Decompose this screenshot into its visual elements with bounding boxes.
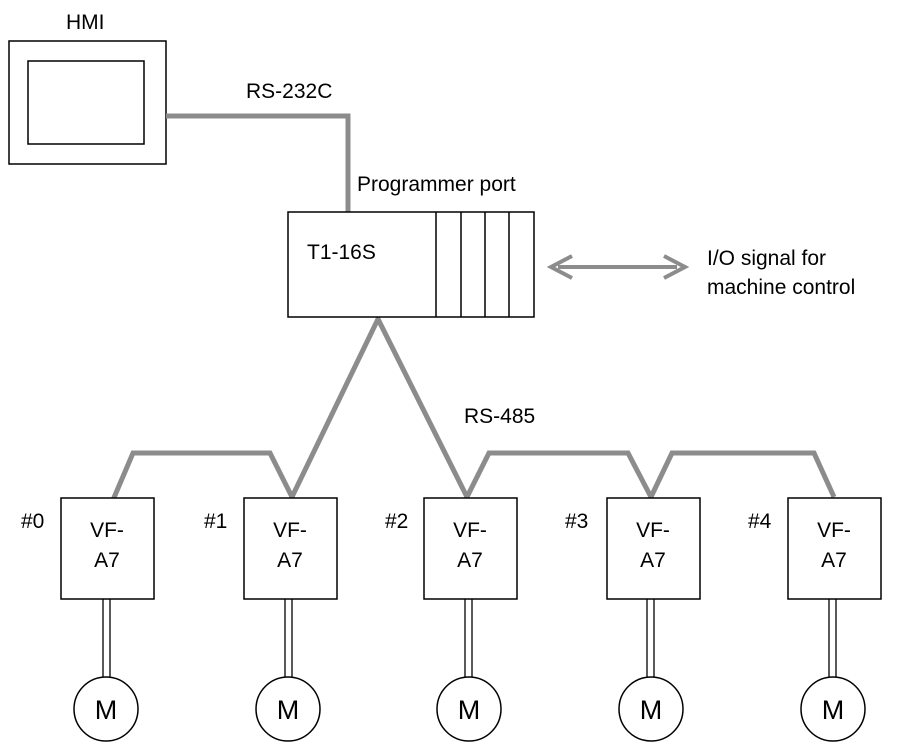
motor <box>436 676 502 742</box>
drive-address: #0 <box>21 510 44 533</box>
drive-address: #2 <box>385 510 408 533</box>
drive-model-line1: VF- <box>90 519 124 542</box>
drive-box <box>243 497 338 600</box>
motor <box>618 676 684 742</box>
motor-label: M <box>95 695 118 725</box>
programmer-port-label: Programmer port <box>357 173 516 196</box>
hmi-label: HMI <box>66 11 105 34</box>
inverter-drive-3: #3 VF- A7 M <box>565 497 701 742</box>
motor-label: M <box>458 695 481 725</box>
drive-address: #1 <box>204 510 227 533</box>
drive-model-line1: VF- <box>636 519 670 542</box>
motor-label: M <box>277 695 300 725</box>
drive-address: #4 <box>748 510 772 533</box>
motor <box>800 676 866 742</box>
drive-model-line1: VF- <box>453 519 487 542</box>
io-signal-label-line1: I/O signal for <box>707 247 826 270</box>
drive-model-line1: VF- <box>273 519 307 542</box>
io-signal-label-line2: machine control <box>707 276 855 299</box>
motor <box>73 676 139 742</box>
drive-model-line2: A7 <box>640 549 666 572</box>
drive-box <box>606 497 701 600</box>
drive-model-line2: A7 <box>94 549 120 572</box>
rs485-cable <box>110 313 837 503</box>
drive-box <box>787 497 882 600</box>
inverter-drive-1: #1 VF- A7 M <box>204 497 338 742</box>
inverter-drive-4: #4 VF- A7 M <box>748 497 882 742</box>
io-signal-arrow <box>546 254 690 280</box>
motor-label: M <box>822 695 845 725</box>
drive-model-line2: A7 <box>457 549 483 572</box>
rs485-label: RS-485 <box>464 405 535 428</box>
hmi-screen <box>27 60 145 145</box>
motor-label: M <box>640 695 663 725</box>
drive-model-line2: A7 <box>821 549 847 572</box>
drive-model-line1: VF- <box>817 519 851 542</box>
rs232-label: RS-232C <box>246 80 332 103</box>
inverter-drive-0: #0 VF- A7 M <box>21 497 155 742</box>
plc-label: T1-16S <box>307 241 376 264</box>
drive-box <box>60 497 155 600</box>
rs232-cable <box>166 113 351 212</box>
inverter-drive-2: #2 VF- A7 M <box>385 497 518 742</box>
motor <box>255 676 321 742</box>
drive-box <box>423 497 518 600</box>
plc-unit <box>287 211 535 318</box>
drive-address: #3 <box>565 510 588 533</box>
drive-model-line2: A7 <box>277 549 303 572</box>
